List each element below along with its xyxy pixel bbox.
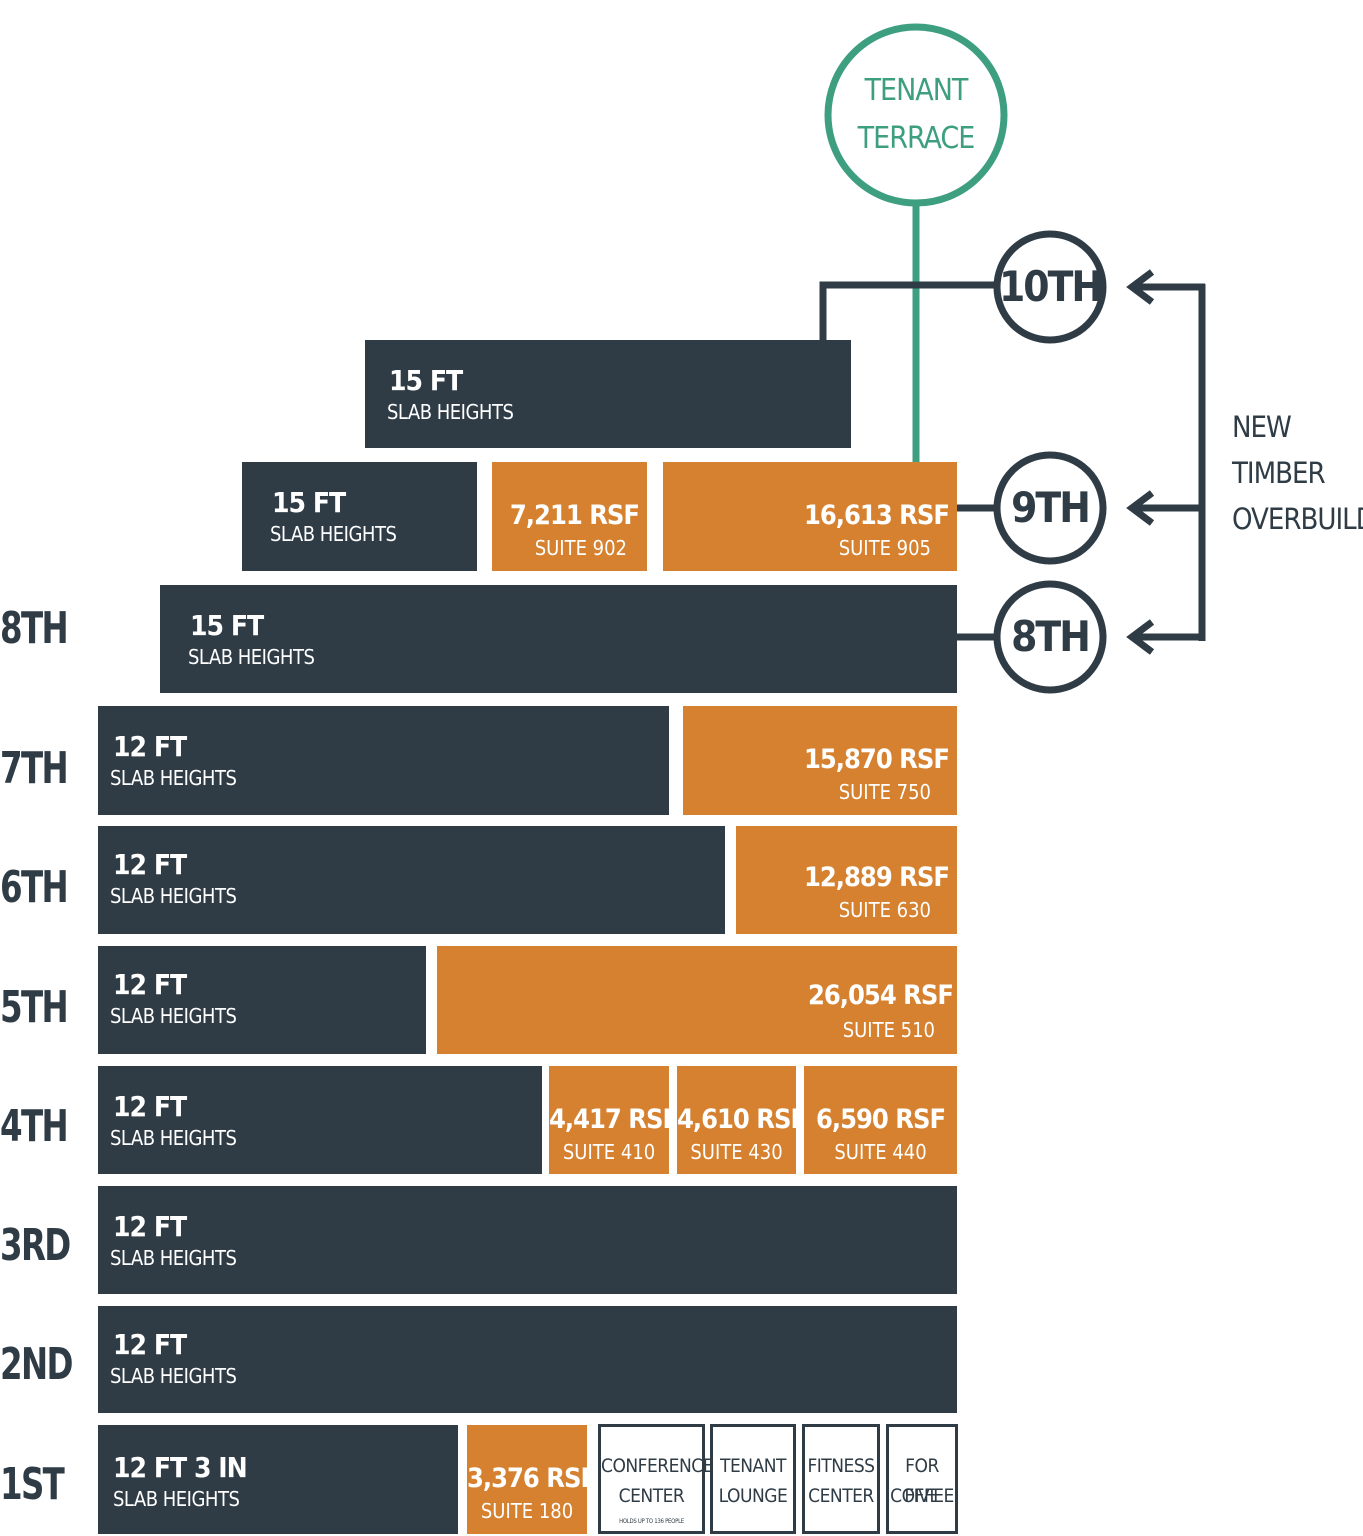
floor-10-block[interactable]: 15 FT SLAB HEIGHTS	[365, 340, 851, 448]
slab-height-value: 12 FT	[113, 1328, 187, 1361]
overbuild-line-3: OVERBUILD	[1232, 502, 1363, 536]
amenity-line-1: FOR FIVE	[904, 1455, 940, 1507]
floor-label-8th: 8TH	[0, 603, 69, 654]
overbuild-line-2: TIMBER	[1232, 456, 1326, 490]
eighth-circle	[993, 580, 1107, 694]
slab-height-caption: SLAB HEIGHTS	[110, 766, 237, 790]
floor-9-badge: 9TH	[1011, 483, 1091, 532]
terrace-line-1: TENANT	[864, 73, 969, 108]
floor-8-block[interactable]: 15 FT SLAB HEIGHTS	[160, 585, 957, 693]
tenth-circle	[993, 230, 1107, 344]
amenity-line-1: TENANT	[720, 1455, 786, 1477]
floor-label-6th: 6TH	[0, 862, 69, 913]
suite-number: SUITE 430	[690, 1140, 783, 1164]
suite-rsf: 4,417 RSF	[549, 1104, 679, 1135]
slab-height-value: 12 FT 3 IN	[113, 1451, 248, 1484]
suite-410[interactable]: 4,417 RSF SUITE 410	[549, 1066, 679, 1174]
slab-height-value: 12 FT	[113, 848, 187, 881]
slab-height-value: 12 FT	[113, 1090, 187, 1123]
amenity-line-1: FITNESS	[807, 1455, 875, 1477]
suite-750[interactable]: 15,870 RSF SUITE 750	[683, 706, 957, 815]
floor-7-block[interactable]: 12 FT SLAB HEIGHTS	[98, 706, 669, 815]
floor-3-block[interactable]: 12 FT SLAB HEIGHTS	[98, 1186, 957, 1294]
suite-rsf: 15,870 RSF	[804, 744, 950, 775]
floor-8-badge: 8TH	[1011, 612, 1091, 661]
suite-rsf: 6,590 RSF	[815, 1104, 946, 1135]
suite-rsf: 3,376 RSF	[467, 1463, 597, 1494]
floor-label-5th: 5TH	[0, 982, 69, 1033]
suite-number: SUITE 750	[838, 780, 931, 804]
slab-height-caption: SLAB HEIGHTS	[110, 1246, 237, 1270]
suite-905[interactable]: 16,613 RSF SUITE 905	[663, 462, 957, 571]
floor-label-3rd: 3RD	[0, 1220, 71, 1271]
amenity-line-2: CENTER	[618, 1485, 685, 1507]
suite-630[interactable]: 12,889 RSF SUITE 630	[736, 826, 957, 934]
suite-510[interactable]: 26,054 RSF SUITE 510	[437, 946, 957, 1054]
floor-1-block[interactable]: 12 FT 3 IN SLAB HEIGHTS	[98, 1425, 458, 1534]
suite-number: SUITE 440	[834, 1140, 927, 1164]
suite-rsf: 26,054 RSF	[808, 980, 954, 1011]
floor-label-4th: 4TH	[0, 1101, 69, 1152]
suite-number: SUITE 630	[838, 898, 931, 922]
terrace-line-2: TERRACE	[857, 121, 976, 156]
amenity-line-2: CENTER	[808, 1485, 874, 1507]
slab-height-value: 15 FT	[389, 364, 463, 397]
suite-number: SUITE 905	[838, 536, 931, 560]
tenant-terrace-label: TENANT TERRACE	[836, 67, 996, 163]
slab-height-value: 15 FT	[272, 486, 346, 519]
amenity-line-2: LOUNGE	[718, 1485, 788, 1507]
amenity-fitness-center[interactable]: FITNESS CENTER	[802, 1424, 880, 1534]
amenity-line-1: CONFERENCE	[601, 1455, 714, 1477]
suite-number: SUITE 510	[842, 1018, 935, 1042]
suite-rsf: 4,610 RSF	[677, 1104, 807, 1135]
amenity-capacity-note: HOLDS UP TO 136 PEOPLE	[619, 1518, 684, 1525]
slab-height-caption: SLAB HEIGHTS	[387, 400, 514, 424]
suite-180[interactable]: 3,376 RSF SUITE 180	[467, 1425, 597, 1534]
slab-height-caption: SLAB HEIGHTS	[188, 645, 315, 669]
amenity-conference-center[interactable]: CONFERENCE CENTER HOLDS UP TO 136 PEOPLE	[598, 1424, 714, 1534]
floor-5-block[interactable]: 12 FT SLAB HEIGHTS	[98, 946, 426, 1054]
suite-rsf: 16,613 RSF	[804, 500, 950, 531]
arrow-left-icon	[1126, 269, 1155, 305]
floor-9-block[interactable]: 15 FT SLAB HEIGHTS	[242, 462, 477, 571]
suite-number: SUITE 410	[562, 1140, 656, 1164]
slab-height-value: 15 FT	[190, 609, 264, 642]
amenity-tenant-lounge[interactable]: TENANT LOUNGE	[710, 1424, 796, 1534]
suite-rsf: 12,889 RSF	[804, 862, 950, 893]
slab-height-caption: SLAB HEIGHTS	[110, 1004, 237, 1028]
suite-number: SUITE 902	[534, 536, 627, 560]
suite-430[interactable]: 4,610 RSF SUITE 430	[677, 1066, 807, 1174]
floor-10-badge: 10TH	[999, 262, 1103, 311]
floor-label-7th: 7TH	[0, 743, 69, 794]
slab-height-caption: SLAB HEIGHTS	[113, 1487, 240, 1511]
suite-rsf: 7,211 RSF	[509, 500, 640, 531]
floor-label-2nd: 2ND	[0, 1339, 73, 1390]
terrace-circle	[824, 23, 1008, 207]
floor-2-block[interactable]: 12 FT SLAB HEIGHTS	[98, 1306, 957, 1413]
slab-height-value: 12 FT	[113, 730, 187, 763]
arrow-left-icon	[1126, 490, 1155, 526]
tenth-connector-line	[819, 281, 995, 340]
suite-440[interactable]: 6,590 RSF SUITE 440	[804, 1066, 957, 1174]
suite-902[interactable]: 7,211 RSF SUITE 902	[492, 462, 647, 571]
ninth-circle	[993, 451, 1107, 565]
slab-height-caption: SLAB HEIGHTS	[110, 1364, 237, 1388]
amenity-for-five-coffee[interactable]: FOR FIVE COFFEE	[886, 1424, 958, 1534]
slab-height-caption: SLAB HEIGHTS	[110, 884, 237, 908]
overbuild-line-1: NEW	[1232, 410, 1292, 444]
suite-number: SUITE 180	[480, 1499, 574, 1523]
amenity-line-2: COFFEE	[890, 1485, 954, 1507]
slab-height-value: 12 FT	[113, 1210, 187, 1243]
slab-height-caption: SLAB HEIGHTS	[270, 522, 397, 546]
floor-6-block[interactable]: 12 FT SLAB HEIGHTS	[98, 826, 725, 934]
slab-height-value: 12 FT	[113, 968, 187, 1001]
floor-label-1st: 1ST	[0, 1459, 65, 1510]
new-timber-overbuild-label: NEW TIMBER OVERBUILD	[1232, 404, 1363, 542]
slab-height-caption: SLAB HEIGHTS	[110, 1126, 237, 1150]
floor-4-block[interactable]: 12 FT SLAB HEIGHTS	[98, 1066, 542, 1174]
arrow-left-icon	[1126, 619, 1155, 655]
